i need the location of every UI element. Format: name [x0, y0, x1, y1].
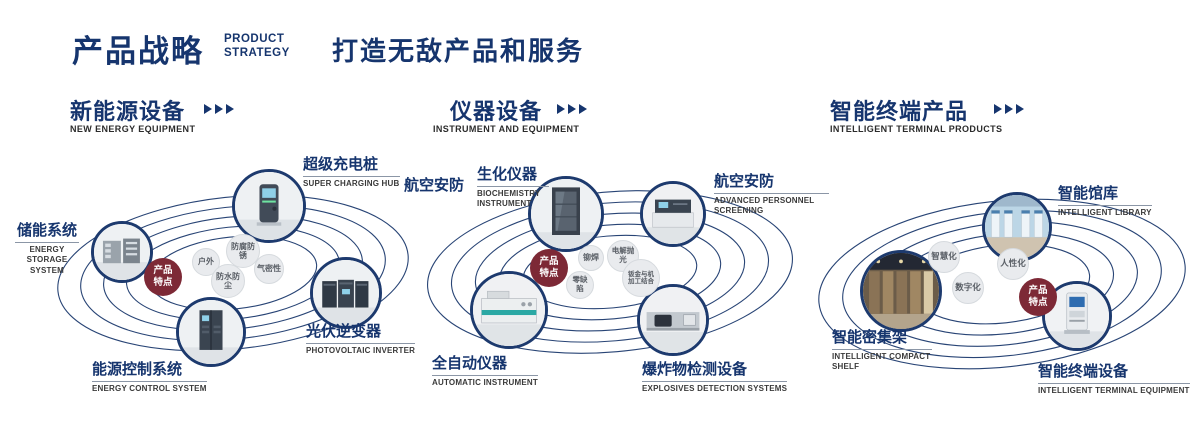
intelligent-terminal-photo: [1042, 281, 1112, 351]
product-name: 智能馆库: [1058, 185, 1119, 202]
energy-storage-image-icon: [94, 224, 150, 280]
feature-bubble: 铆焊: [578, 245, 604, 271]
section-subtitle-new-energy: NEW ENERGY EQUIPMENT: [70, 124, 196, 134]
feature-bubble: 防水防尘: [211, 264, 245, 298]
product-name: 生化仪器: [477, 166, 538, 183]
product-name-en: ENERGY CONTROL SYSTEM: [92, 381, 207, 394]
feature-bubble: 钣金与机加工结合: [622, 259, 660, 297]
product-name: 光伏逆变器: [306, 323, 382, 340]
triple-arrow-icon: [204, 104, 234, 114]
product-name: 智能密集架: [832, 329, 908, 346]
product-label-super-charging-hub: 超级充电桩 SUPER CHARGING HUB: [303, 153, 400, 189]
product-features-badge: 产品特点: [1019, 278, 1057, 316]
energy-control-photo: [176, 297, 246, 367]
feature-bubble: 气密性: [254, 254, 284, 284]
charging-hub-photo: [232, 169, 306, 243]
product-features-badge: 产品特点: [144, 258, 182, 296]
product-label-biochemistry: 生化仪器 BIOCHEMISTRY INSTRUMENT: [477, 163, 549, 210]
charging-hub-image-icon: [235, 172, 303, 240]
automatic-instrument-image-icon: [473, 274, 545, 346]
product-name-en: ENERGY STORAGE SYSTEM: [15, 242, 79, 276]
product-name: 全自动仪器: [432, 355, 508, 372]
product-name-en: ADVANCED PERSONNEL SCREENING: [714, 193, 829, 217]
product-name: 能源控制系统: [92, 361, 183, 378]
product-label-automatic-instrument: 全自动仪器 AUTOMATIC INSTRUMENT: [432, 352, 538, 388]
product-name: 航空安防: [404, 177, 465, 194]
personnel-screening-photo: [640, 181, 706, 247]
product-label-intelligent-library: 智能馆库 INTELLIGENT LIBRARY: [1058, 182, 1152, 218]
triple-arrow-icon: [557, 104, 587, 114]
photovoltaic-inverter-photo: [310, 257, 382, 329]
section-title-instrument: 仪器设备: [450, 99, 543, 124]
product-name-en: EXPLOSIVES DETECTION SYSTEMS: [642, 381, 788, 394]
product-name-en: INTELLIGENT COMPACT SHELF: [832, 349, 932, 373]
product-label-intelligent-terminal-equipment: 智能终端设备 INTELLIGENT TERMINAL EQUIPMENT: [1038, 360, 1190, 396]
page-title-en-line1: PRODUCT: [224, 33, 285, 45]
section-subtitle-instrument: INSTRUMENT AND EQUIPMENT: [433, 124, 580, 134]
section-title-new-energy: 新能源设备: [70, 99, 186, 124]
energy-control-image-icon: [179, 300, 243, 364]
triple-arrow-icon: [994, 104, 1024, 114]
page-slogan: 打造无敌产品和服务: [332, 36, 585, 66]
product-name-en: INTELLIGENT TERMINAL EQUIPMENT: [1038, 383, 1190, 396]
intelligent-compact-shelf-photo: [860, 250, 942, 332]
product-name-en: INTELLIGENT LIBRARY: [1058, 205, 1152, 218]
product-label-energy-control: 能源控制系统 ENERGY CONTROL SYSTEM: [92, 358, 207, 394]
automatic-instrument-photo: [470, 271, 548, 349]
product-name: 智能终端设备: [1038, 363, 1129, 380]
product-name: 航空安防: [714, 173, 775, 190]
biochemistry-instrument-photo: [528, 176, 604, 252]
product-label-energy-storage: 储能系统 ENERGY STORAGE SYSTEM: [6, 219, 88, 276]
explosives-detection-photo: [637, 284, 709, 356]
product-name-en: AUTOMATIC INSTRUMENT: [432, 375, 538, 388]
feature-bubble: 人性化: [997, 248, 1029, 280]
intelligent-compact-shelf-image-icon: [863, 253, 939, 329]
biochemistry-instrument-image-icon: [531, 179, 601, 249]
product-label-intelligent-compact-shelf: 智能密集架 INTELLIGENT COMPACT SHELF: [832, 326, 932, 373]
feature-bubble: 智慧化: [928, 241, 960, 273]
page-title: 产品战略: [72, 34, 204, 69]
product-name: 储能系统: [16, 222, 77, 239]
personnel-screening-image-icon: [643, 184, 703, 244]
feature-bubble: 数字化: [952, 272, 984, 304]
energy-storage-photo: [91, 221, 153, 283]
section-subtitle-intelligent-terminal: INTELLIGENT TERMINAL PRODUCTS: [830, 124, 1003, 134]
product-name-en: BIOCHEMISTRY INSTRUMENT: [477, 186, 549, 210]
product-features-badge: 产品特点: [530, 249, 568, 287]
section-title-intelligent-terminal: 智能终端产品: [830, 99, 969, 124]
product-name-en: SUPER CHARGING HUB: [303, 176, 400, 189]
explosives-detection-image-icon: [640, 287, 706, 353]
product-label-explosives-detection: 爆炸物检测设备 EXPLOSIVES DETECTION SYSTEMS: [642, 358, 788, 394]
feature-bubble: 零缺陷: [566, 271, 594, 299]
product-label-aviation-security-left: 航空安防: [404, 174, 464, 195]
product-label-photovoltaic-inverter: 光伏逆变器 PHOTOVOLTAIC INVERTER: [306, 320, 416, 356]
product-name-en: PHOTOVOLTAIC INVERTER: [306, 343, 416, 356]
product-label-aviation-security: 航空安防 ADVANCED PERSONNEL SCREENING: [714, 170, 829, 217]
page-title-en: PRODUCT STRATEGY: [224, 33, 290, 61]
photovoltaic-inverter-image-icon: [313, 260, 379, 326]
product-name: 爆炸物检测设备: [642, 361, 748, 378]
page-title-en-line2: STRATEGY: [224, 46, 290, 59]
product-name: 超级充电桩: [303, 156, 379, 173]
